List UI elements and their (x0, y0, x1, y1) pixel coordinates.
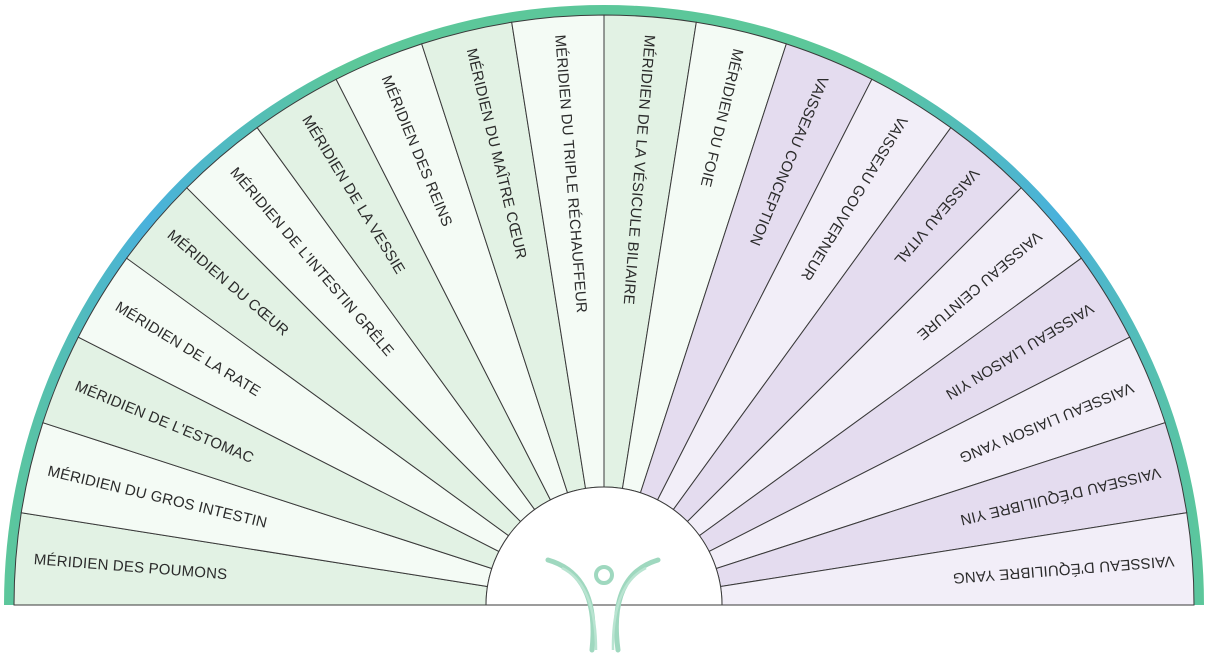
hub-semicircle (485, 486, 723, 606)
logo-right-arm-inner (611, 566, 647, 651)
fan-center-hub (14, 486, 1194, 606)
logo-head (594, 565, 614, 585)
logo-left-arm-inner (561, 566, 598, 651)
fan-segments (13, 14, 1195, 606)
human-figure-logo-icon (545, 557, 661, 653)
